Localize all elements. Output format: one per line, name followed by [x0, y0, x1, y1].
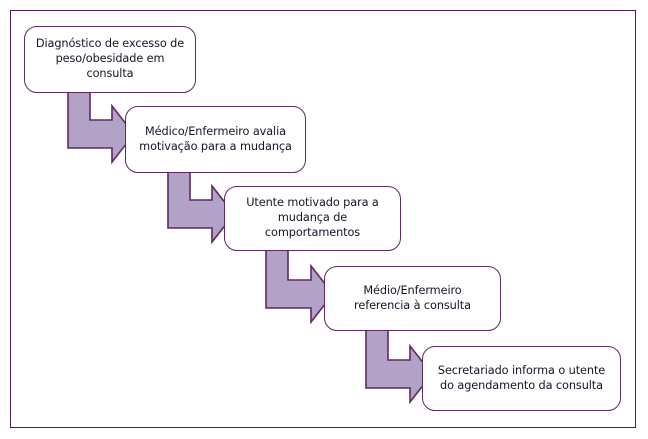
elbow-arrow-2-to-3 — [167, 165, 236, 245]
flow-node-secretariado-informa-agendamento[interactable]: Secretariado informa o utente do agendam… — [422, 346, 621, 411]
flow-node-utente-motivado-mudanca[interactable]: Utente motivado para a mudança de compor… — [224, 186, 401, 251]
flow-node-medico-referencia-consulta[interactable]: Médio/Enfermeiro referencia à consulta — [324, 266, 501, 331]
flow-node-label: Secretariado informa o utente do agendam… — [437, 363, 606, 392]
flow-node-diagnostico-excesso-peso[interactable]: Diagnóstico de excesso de peso/obesidade… — [24, 26, 196, 93]
flow-node-medico-avalia-motivacao[interactable]: Médico/Enfermeiro avalia motivação para … — [125, 106, 306, 173]
flow-node-label: Médio/Enfermeiro referencia à consulta — [354, 283, 471, 312]
flow-node-label: Médico/Enfermeiro avalia motivação para … — [139, 124, 292, 153]
elbow-arrow-3-to-4 — [265, 245, 335, 325]
elbow-arrow-4-to-5 — [365, 325, 434, 405]
flow-node-label: Diagnóstico de excesso de peso/obesidade… — [35, 37, 185, 80]
elbow-arrow-1-to-2 — [67, 85, 136, 165]
flow-node-label: Utente motivado para a mudança de compor… — [246, 196, 379, 239]
